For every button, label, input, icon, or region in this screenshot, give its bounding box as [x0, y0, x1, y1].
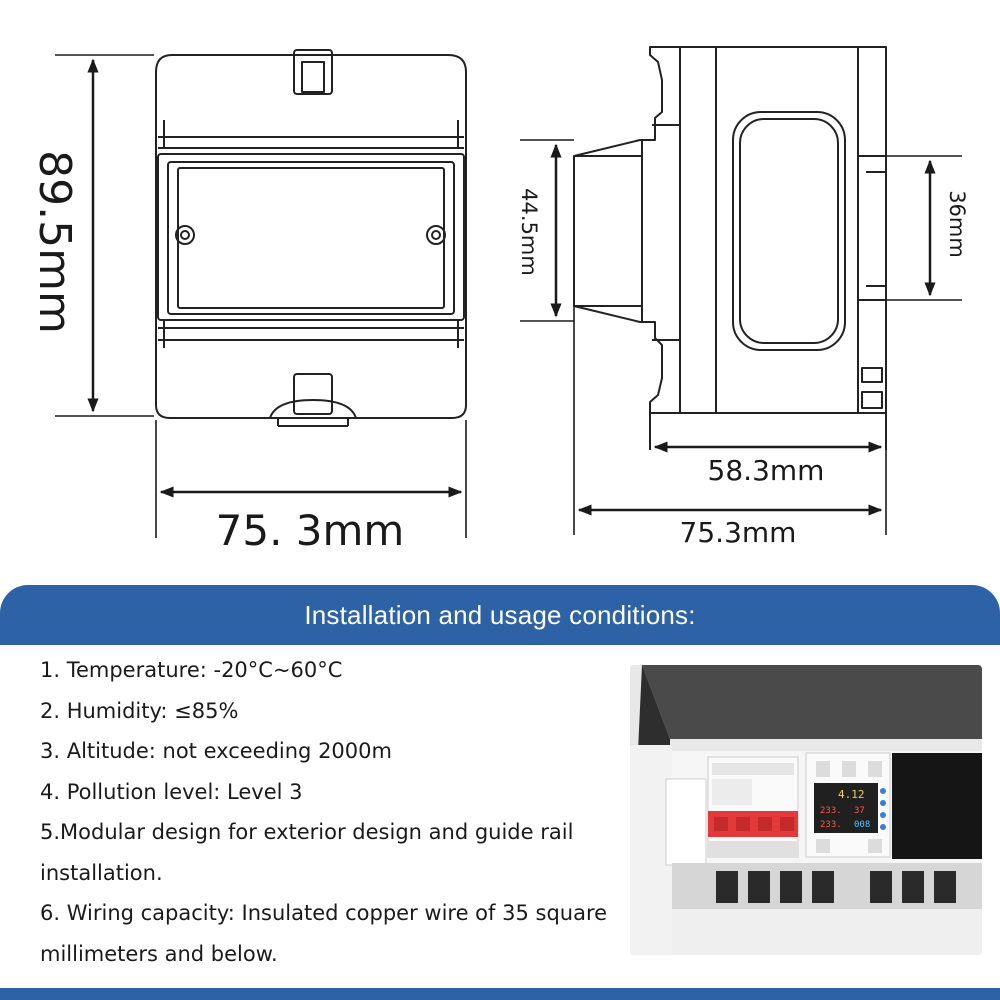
side-rail-dimension: [520, 139, 574, 322]
voltage-protector: 4.12 233. 37 233. 008: [805, 752, 891, 858]
front-view: [155, 49, 467, 427]
side-clip-label: 36mm: [945, 190, 969, 258]
display-row3-right: 008: [854, 820, 870, 830]
panel-illustration: 4.12 233. 37 233. 008: [630, 665, 982, 955]
condition-modular-design: 5.Modular design for exterior design and…: [40, 820, 574, 885]
display-top-value: 4.12: [838, 788, 865, 801]
dimension-drawing: 89.5mm 75. 3mm 44.5mm: [29, 46, 969, 555]
conditions-list: 1. Temperature: -20°C~60°C 2. Humidity: …: [40, 650, 625, 974]
display-row3-left: 233.: [820, 820, 842, 830]
side-depth-label: 58.3mm: [708, 454, 825, 487]
front-height-dimension: [55, 54, 154, 417]
section-banner: Installation and usage conditions:: [0, 585, 1000, 645]
installation-photo: 4.12 233. 37 233. 008: [630, 665, 982, 955]
side-width-dimension: [573, 306, 887, 535]
side-rail-label: 44.5mm: [517, 188, 541, 276]
side-view: [573, 46, 887, 450]
circuit-breaker: [707, 756, 799, 858]
condition-wiring-capacity: 6. Wiring capacity: Insulated copper wir…: [40, 901, 608, 966]
condition-temperature: 1. Temperature: -20°C~60°C: [40, 658, 343, 682]
front-width-dimension: [155, 420, 467, 538]
front-width-label: 75. 3mm: [216, 506, 405, 555]
condition-pollution: 4. Pollution level: Level 3: [40, 779, 303, 804]
front-height-label: 89.5mm: [29, 150, 80, 334]
condition-humidity: 2. Humidity: ≤85%: [40, 698, 239, 723]
side-width-label: 75.3mm: [680, 516, 797, 549]
side-clip-dimension: [886, 155, 962, 301]
condition-altitude: 3. Altitude: not exceeding 2000m: [40, 739, 392, 763]
footer-bar: [0, 988, 1000, 1000]
display-row2-right: 37: [854, 806, 865, 816]
display-row2-left: 233.: [820, 806, 842, 816]
banner-title: Installation and usage conditions:: [304, 599, 696, 630]
